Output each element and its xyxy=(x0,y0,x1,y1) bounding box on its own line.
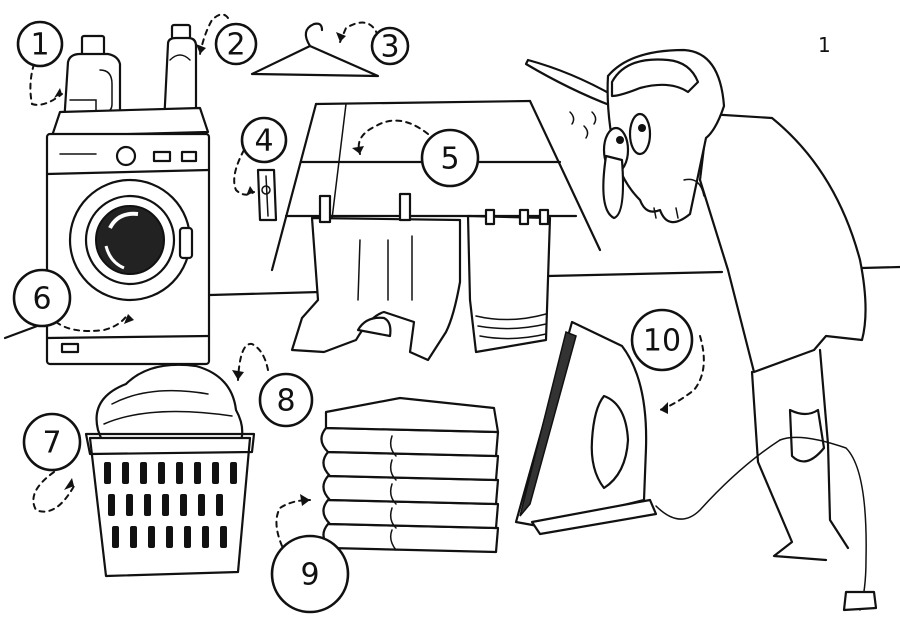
dirty-laundry-icon xyxy=(95,363,244,448)
number-label-10: 10 xyxy=(643,324,681,359)
number-label-6: 6 xyxy=(32,282,51,317)
number-badge-9: 9 xyxy=(270,534,350,614)
clothes-hanger-icon xyxy=(250,22,380,78)
number-badge-6: 6 xyxy=(12,268,72,328)
folded-towels-icon xyxy=(320,396,500,554)
number-badge-10: 10 xyxy=(630,308,694,372)
number-badge-2: 2 xyxy=(214,22,258,66)
number-label-4: 4 xyxy=(254,124,273,159)
number-label-5: 5 xyxy=(440,142,459,177)
number-badge-3: 3 xyxy=(370,26,410,66)
clothespin-icon xyxy=(318,192,550,226)
number-badge-4: 4 xyxy=(240,116,288,164)
washing-machine-icon xyxy=(45,106,211,366)
hanging-pants-icon xyxy=(290,216,462,362)
number-label-9: 9 xyxy=(300,558,319,593)
number-badge-8: 8 xyxy=(258,372,314,428)
hanging-shirt-icon xyxy=(466,214,552,354)
iron-icon xyxy=(514,320,781,536)
tired-man-icon xyxy=(524,48,878,612)
pointer-arrows xyxy=(29,13,705,547)
number-badge-7: 7 xyxy=(22,412,82,472)
number-label-8: 8 xyxy=(276,384,295,419)
number-label-3: 3 xyxy=(380,30,399,65)
number-label-2: 2 xyxy=(226,28,245,63)
number-label-1: 1 xyxy=(30,28,49,63)
page-number: 1 xyxy=(818,33,831,57)
laundry-basket-icon xyxy=(84,432,256,578)
number-badge-5: 5 xyxy=(420,128,480,188)
number-label-7: 7 xyxy=(42,426,61,461)
arrow-heads xyxy=(54,32,668,506)
number-badge-1: 1 xyxy=(16,20,64,68)
clothespin-icon xyxy=(256,168,278,222)
